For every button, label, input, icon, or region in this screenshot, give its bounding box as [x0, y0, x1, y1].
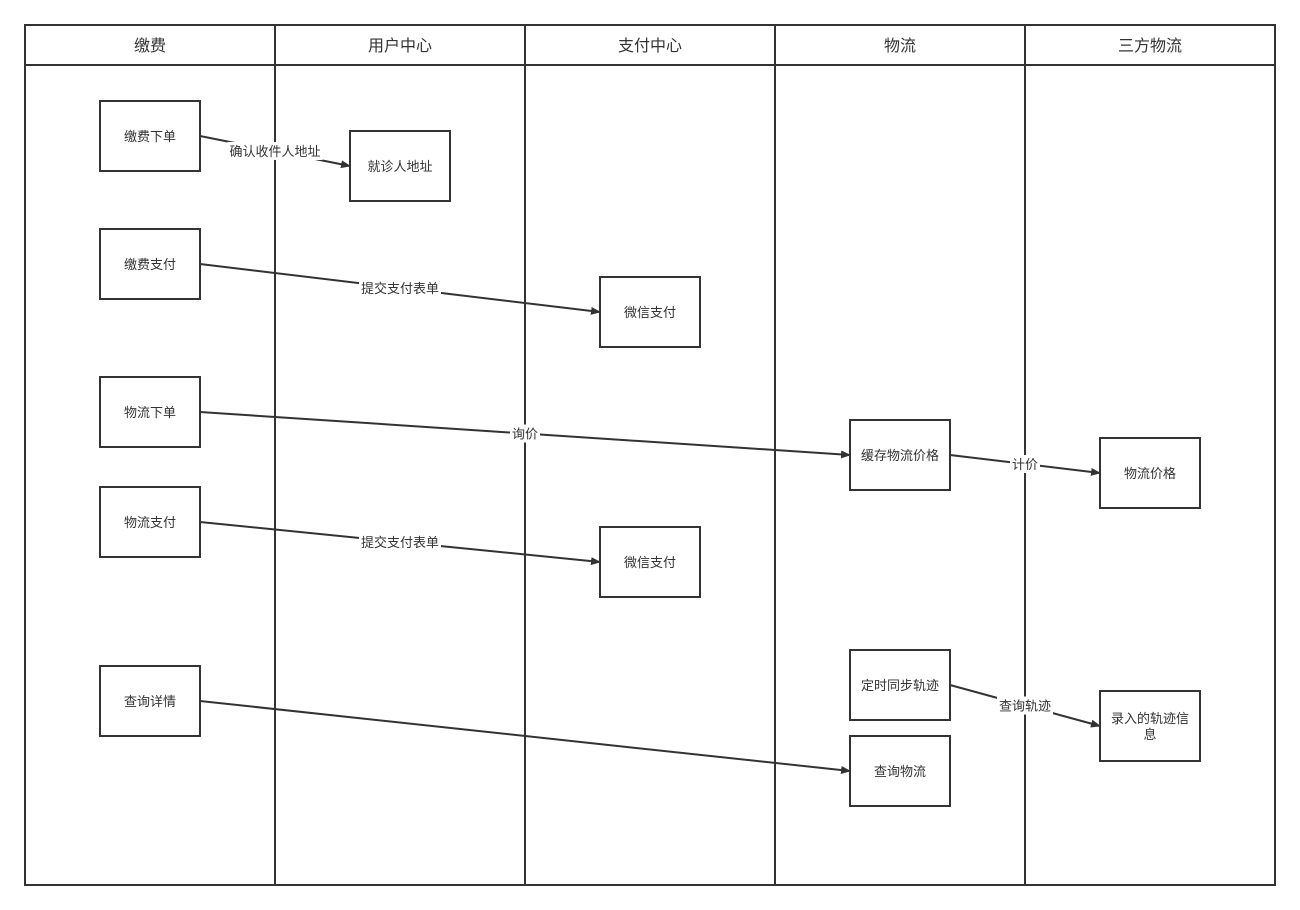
- n-jiuzhen-dizhi-node: 就诊人地址: [349, 130, 451, 202]
- n-luru-guiji-box: [1099, 690, 1201, 762]
- n-weixin-zhifu-1-node: 微信支付: [599, 276, 701, 348]
- e-submit-pay-1-label-bg: [359, 279, 441, 297]
- diagram-frame: [24, 24, 1276, 886]
- n-wuliu-jiage-node: 物流价格: [1099, 437, 1201, 509]
- n-wuliu-xiadan-box: [99, 376, 201, 448]
- n-wuliu-zhifu-label: 物流支付: [124, 516, 176, 531]
- e-submit-pay-2-edge: 提交支付表单: [199, 521, 601, 566]
- n-chaxun-xiangqing-label: 查询详情: [124, 695, 176, 710]
- e-submit-pay-1-label: 提交支付表单: [361, 281, 439, 297]
- n-huancun-jiage-box: [849, 419, 951, 491]
- n-jiaofei-xiadan-label: 缴费下单: [124, 130, 176, 145]
- e-inquire-price-label: 询价: [512, 428, 538, 443]
- e-query-track-label: 查询轨迹: [999, 700, 1051, 715]
- lane-third-logistics-title: 三方物流: [1118, 36, 1182, 55]
- n-chaxun-wuliu-box: [849, 735, 951, 807]
- n-dingshi-tongbu-label: 定时同步轨迹: [861, 679, 939, 694]
- node-layer: 缴费下单就诊人地址缴费支付微信支付物流下单缓存物流价格物流价格物流支付微信支付定…: [99, 100, 1201, 807]
- n-weixin-zhifu-1-box: [599, 276, 701, 348]
- n-jiuzhen-dizhi-box: [349, 130, 451, 202]
- e-query-track-label-bg: [997, 696, 1053, 715]
- e-inquire-price-edge: 询价: [199, 411, 851, 459]
- n-luru-guiji-label: 录入的轨迹信: [1111, 711, 1189, 727]
- n-jiaofei-xiadan-node: 缴费下单: [99, 100, 201, 172]
- lane-jiaofei-title: 缴费: [134, 36, 166, 55]
- e-query-detail-arrow: [199, 700, 851, 775]
- n-wuliu-jiage-label: 物流价格: [1124, 466, 1176, 482]
- e-submit-pay-2-label: 提交支付表单: [361, 535, 439, 551]
- e-query-track-edge: 查询轨迹: [949, 684, 1101, 728]
- n-jiuzhen-dizhi-label: 就诊人地址: [367, 160, 432, 175]
- e-query-detail-edge: [199, 700, 851, 775]
- e-submit-pay-2-label-bg: [359, 533, 441, 551]
- e-confirm-address-label-bg: [227, 142, 323, 160]
- n-jiaofei-xiadan-box: [99, 100, 201, 172]
- n-luru-guiji-label: 息: [1143, 727, 1156, 743]
- n-jiaofei-zhifu-label: 缴费支付: [124, 258, 176, 273]
- n-huancun-jiage-label: 缓存物流价格: [861, 448, 939, 464]
- n-wuliu-xiadan-node: 物流下单: [99, 376, 201, 448]
- e-calc-price-label-bg: [1010, 455, 1040, 473]
- n-jiaofei-zhifu-node: 缴费支付: [99, 228, 201, 300]
- n-chaxun-wuliu-node: 查询物流: [849, 735, 951, 807]
- n-weixin-zhifu-2-node: 微信支付: [599, 526, 701, 598]
- e-inquire-price-label-bg: [510, 424, 540, 443]
- e-submit-pay-1-edge: 提交支付表单: [199, 263, 601, 315]
- n-weixin-zhifu-2-label: 微信支付: [624, 556, 676, 571]
- n-wuliu-zhifu-box: [99, 486, 201, 558]
- n-weixin-zhifu-2-box: [599, 526, 701, 598]
- n-dingshi-tongbu-node: 定时同步轨迹: [849, 649, 951, 721]
- n-wuliu-xiadan-label: 物流下单: [124, 406, 176, 421]
- n-dingshi-tongbu-box: [849, 649, 951, 721]
- lane-logistics-title: 物流: [884, 36, 916, 55]
- e-calc-price-edge: 计价: [949, 454, 1101, 476]
- e-confirm-address-edge: 确认收件人地址: [199, 135, 351, 169]
- lane-user-center-title: 用户中心: [368, 36, 432, 55]
- n-wuliu-zhifu-node: 物流支付: [99, 486, 201, 558]
- e-calc-price-label: 计价: [1012, 458, 1038, 473]
- n-chaxun-xiangqing-box: [99, 665, 201, 737]
- n-huancun-jiage-node: 缓存物流价格: [849, 419, 951, 491]
- n-chaxun-xiangqing-node: 查询详情: [99, 665, 201, 737]
- n-chaxun-wuliu-label: 查询物流: [874, 765, 926, 780]
- n-wuliu-jiage-box: [1099, 437, 1201, 509]
- e-confirm-address-label: 确认收件人地址: [229, 145, 320, 160]
- lane-pay-center-title: 支付中心: [618, 36, 682, 55]
- n-jiaofei-zhifu-box: [99, 228, 201, 300]
- n-weixin-zhifu-1-label: 微信支付: [624, 306, 676, 321]
